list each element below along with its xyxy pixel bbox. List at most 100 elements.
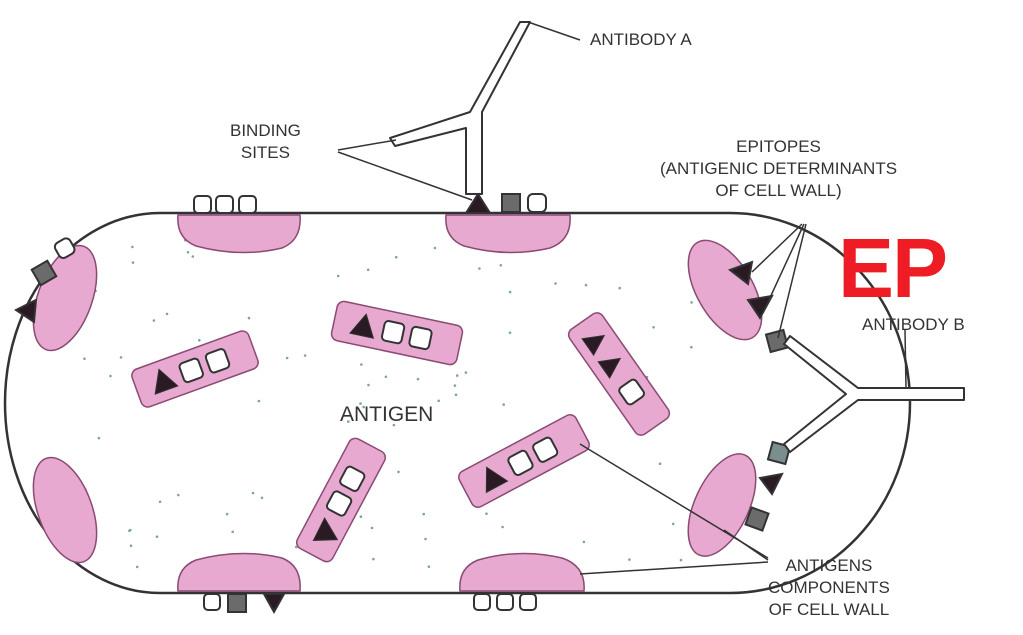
leader-antigens-2	[724, 530, 768, 560]
filled-triangle-icon	[16, 300, 36, 322]
speckle-dot	[422, 513, 425, 516]
speckle-dot	[659, 462, 662, 465]
wall-patch-bottom-right	[460, 553, 584, 591]
speckle-dot	[618, 287, 621, 290]
speckle-dot	[690, 346, 693, 349]
leader-binding-site-1	[338, 140, 396, 150]
open-square-icon	[497, 594, 513, 610]
speckle-dot	[198, 339, 201, 342]
speckle-dot	[360, 363, 363, 366]
speckle-dot	[690, 301, 693, 304]
speckle-dot	[501, 526, 504, 529]
speckle-dot	[465, 371, 468, 374]
speckle-dot	[478, 267, 481, 270]
speckle-dot	[261, 497, 264, 500]
antigen-bar	[130, 329, 260, 409]
speckle-dot	[98, 437, 101, 440]
wall-patch-right-lower	[674, 444, 769, 567]
open-square-icon	[528, 194, 546, 212]
speckle-dot	[583, 541, 586, 544]
speckle-dot	[502, 403, 505, 406]
speckle-dot	[136, 566, 139, 569]
speckle-dot	[109, 375, 112, 378]
speckle-dot	[83, 357, 86, 360]
speckle-dot	[286, 357, 289, 360]
speckle-dot	[652, 326, 655, 329]
speckle-dot	[226, 513, 229, 516]
label-epitopes: EPITOPES (ANTIGENIC DETERMINANTS OF CELL…	[660, 136, 897, 202]
speckle-dot	[360, 515, 363, 518]
speckle-dot	[456, 374, 459, 377]
grey-square-icon	[228, 594, 246, 612]
antibody-b	[784, 336, 964, 452]
speckle-dot	[132, 261, 135, 264]
label-antibody-b: ANTIBODY B	[862, 314, 965, 336]
speckle-dot	[304, 354, 307, 357]
speckle-dot	[385, 376, 388, 379]
speckle-dot	[554, 282, 557, 285]
speckle-dot	[367, 269, 370, 272]
speckle-dot	[120, 356, 123, 359]
filled-triangle-icon	[760, 474, 782, 494]
wall-patch-left-lower	[21, 449, 109, 571]
speckle-dot	[252, 492, 255, 495]
speckle-dot	[131, 246, 134, 249]
label-antibody-a: ANTIBODY A	[590, 29, 692, 51]
leader-antibody-b	[905, 330, 906, 388]
speckle-dot	[509, 331, 512, 334]
speckle-dot	[367, 384, 370, 387]
speckle-dot	[128, 530, 131, 533]
speckle-dot	[156, 535, 159, 538]
open-square-icon	[216, 196, 233, 213]
speckle-dot	[485, 512, 488, 515]
speckle-dot	[248, 317, 251, 320]
speckle-dot	[455, 394, 458, 397]
antibody-a	[390, 22, 530, 194]
antigen-bar	[566, 310, 672, 438]
speckle-dot	[417, 378, 420, 381]
filled-triangle-icon	[264, 594, 284, 612]
label-antigens-components: ANTIGENS COMPONENTS OF CELL WALL	[768, 555, 890, 621]
speckle-dot	[434, 247, 437, 250]
grey-square-icon	[502, 194, 520, 212]
leader-lines	[338, 22, 906, 574]
speckle-dot	[509, 291, 512, 294]
internal-antigens	[130, 300, 672, 564]
wall-patch-right-upper	[673, 228, 776, 351]
speckle-dot	[153, 319, 156, 322]
speckle-dot	[424, 538, 427, 541]
speckle-dot	[672, 523, 675, 526]
wall-patch-top-left	[178, 215, 300, 253]
leader-antigens-3	[580, 562, 768, 574]
antigen-bar	[456, 412, 591, 509]
open-square-icon	[204, 594, 220, 610]
open-square-icon	[409, 326, 433, 350]
speckle-dot	[192, 255, 195, 258]
leader-binding-site-2	[338, 152, 472, 200]
speckle-dot	[130, 544, 133, 547]
wall-patch-top-right	[446, 215, 570, 253]
speckle-dot	[454, 384, 457, 387]
speckle-dot	[397, 471, 400, 474]
speckle-dot	[437, 400, 440, 403]
speckle-dot	[166, 313, 169, 316]
leader-epitope-2	[768, 224, 804, 302]
speckle-dot	[428, 565, 431, 568]
speckle-dot	[231, 531, 234, 534]
speckle-dot	[372, 558, 375, 561]
antigen-bar	[294, 436, 388, 564]
leader-epitope-1	[752, 224, 802, 272]
speckle-dot	[680, 559, 683, 562]
speckle-dot	[585, 284, 588, 287]
open-square-icon	[381, 320, 405, 344]
open-square-icon	[520, 594, 536, 610]
leader-epitope-3	[778, 224, 806, 338]
speckle-dot	[337, 275, 340, 278]
speckle-dot	[395, 256, 398, 259]
wall-patch-bottom-left	[178, 553, 300, 591]
open-square-icon	[474, 594, 490, 610]
label-antigen: ANTIGEN	[340, 403, 433, 427]
speckle-dot	[258, 400, 261, 403]
speckle-dot	[177, 494, 180, 497]
